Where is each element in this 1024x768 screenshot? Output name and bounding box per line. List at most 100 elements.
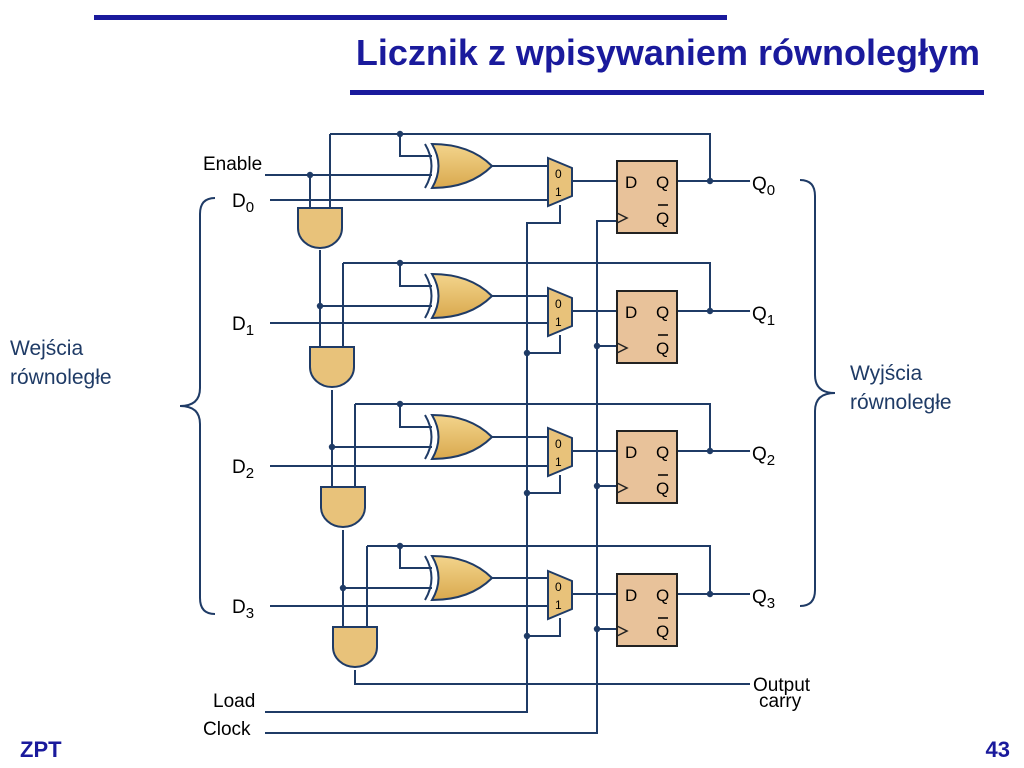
junction-dot — [396, 400, 404, 408]
junction-dot — [328, 443, 336, 451]
title-top-rule — [94, 15, 727, 20]
input-label-d0: D0 — [232, 191, 254, 216]
wire — [527, 205, 561, 224]
clock-triangle — [616, 482, 629, 494]
wire — [343, 262, 711, 311]
clock-bus — [265, 220, 617, 734]
mux-label-1: 1 — [555, 185, 562, 199]
and-gate-1 — [309, 346, 355, 388]
ff-q-label: Q — [656, 173, 669, 192]
mux-label-0: 0 — [555, 297, 562, 311]
wire — [399, 263, 432, 287]
xor-gate-1 — [424, 272, 494, 320]
mux-label-0: 0 — [555, 580, 562, 594]
xor-back-curve — [424, 414, 433, 460]
ff-d-label: D — [625, 586, 637, 605]
wire — [367, 545, 711, 594]
xor-back-curve — [424, 273, 433, 319]
and-body — [309, 346, 355, 388]
mux-body — [547, 426, 573, 478]
xor-body — [430, 272, 494, 320]
load-label: Load — [213, 691, 255, 712]
load-bus — [265, 205, 561, 713]
wire — [527, 618, 561, 637]
page-title: Licznik z wpisywaniem równoległym — [355, 32, 980, 73]
junction-dot — [396, 130, 404, 138]
flip-flop-0 — [616, 160, 678, 234]
wire — [355, 403, 711, 451]
mux-2 — [547, 426, 573, 478]
junction-dot — [306, 171, 314, 179]
components — [297, 142, 678, 668]
mux-1 — [547, 286, 573, 338]
xor-gate-0 — [424, 142, 494, 190]
inputs-brace — [179, 197, 216, 615]
ff-q-label: Q — [656, 303, 669, 322]
title-bottom-rule — [350, 90, 984, 95]
clock-triangle — [616, 625, 629, 637]
ff-q-label: Q — [656, 443, 669, 462]
page-number: 43 — [985, 737, 1010, 762]
wire — [399, 546, 432, 569]
flip-flop-body — [616, 290, 678, 364]
ff-qbar-label: Q — [656, 622, 669, 641]
output-carry-label-line2: carry — [759, 691, 802, 712]
output-label-q2: Q2 — [752, 444, 775, 469]
clock-triangle — [616, 342, 629, 354]
inputs-label-line2: równoległe — [10, 366, 112, 389]
mux-body — [547, 569, 573, 621]
junction-dot — [339, 584, 347, 592]
flip-flop-3 — [616, 573, 678, 647]
footer-left-label: ZPT — [20, 737, 62, 762]
outputs-label: Wyjścia równoległe — [850, 359, 952, 417]
mux-label-0: 0 — [555, 167, 562, 181]
junction-dot — [396, 542, 404, 550]
and-body — [332, 626, 378, 668]
inputs-label: Wejścia równoległe — [10, 334, 112, 392]
mux-0 — [547, 156, 573, 208]
wire — [527, 475, 561, 494]
wire — [527, 335, 561, 354]
and-body — [320, 486, 366, 528]
flip-flop-body — [616, 160, 678, 234]
output-carry-label-line1: Output — [753, 675, 811, 696]
input-label-d1: D1 — [232, 314, 254, 339]
input-label-d3: D3 — [232, 597, 254, 622]
ff-qbar-label: Q — [656, 209, 669, 228]
xor-gate-2 — [424, 413, 494, 461]
ff-qbar-label: Q — [656, 479, 669, 498]
xor-body — [430, 554, 494, 602]
clock-triangle — [616, 212, 629, 224]
ff-qbar-label: Q — [656, 339, 669, 358]
output-carry-wire — [354, 670, 750, 685]
input-label-d2: D2 — [232, 457, 254, 482]
mux-label-1: 1 — [555, 598, 562, 612]
inputs-label-line1: Wejścia — [10, 337, 84, 360]
junction-dot — [706, 307, 714, 315]
flip-flop-body — [616, 573, 678, 647]
outputs-label-line1: Wyjścia — [850, 362, 923, 385]
ff-d-label: D — [625, 303, 637, 322]
junction-dot — [316, 302, 324, 310]
ff-d-label: D — [625, 173, 637, 192]
junction-dot — [706, 447, 714, 455]
and-gate-2 — [320, 486, 366, 528]
mux-body — [547, 286, 573, 338]
and-gate-3 — [332, 626, 378, 668]
mux-3 — [547, 569, 573, 621]
wire — [399, 134, 432, 157]
outputs-label-line2: równoległe — [850, 391, 952, 414]
clock-label: Clock — [203, 719, 251, 740]
enable-label: Enable — [203, 154, 262, 175]
junction-dot — [396, 259, 404, 267]
and-body — [297, 207, 343, 249]
outputs-brace — [799, 179, 836, 607]
wire — [399, 404, 432, 428]
wires — [265, 130, 750, 734]
output-label-q3: Q3 — [752, 587, 775, 612]
mux-body — [547, 156, 573, 208]
xor-body — [430, 413, 494, 461]
xor-back-curve — [424, 143, 433, 189]
